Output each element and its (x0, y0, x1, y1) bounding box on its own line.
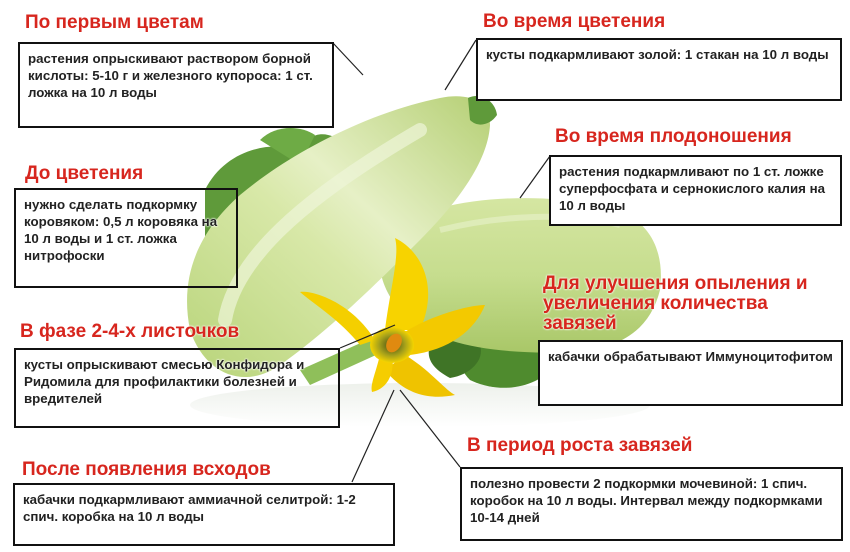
callout-text-before-flowering: нужно сделать подкормку коровяком: 0,5 л… (24, 197, 218, 263)
callout-text-first-flowers: растения опрыскивают раствором борной ки… (28, 51, 313, 100)
callout-box-before-flowering: нужно сделать подкормку коровяком: 0,5 л… (14, 188, 238, 288)
callout-title-pollination: Для улучшения опыления и увеличения коли… (543, 273, 808, 334)
callout-text-leaf-phase: кусты опрыскивают смесью Конфидора и Рид… (24, 357, 305, 406)
callout-box-pollination: кабачки обрабатывают Иммуноцитофитом (538, 340, 843, 406)
callout-text-after-sprouts: кабачки подкармливают аммиачной селитрой… (23, 492, 356, 524)
callout-box-leaf-phase: кусты опрыскивают смесью Конфидора и Рид… (14, 348, 340, 428)
callout-title-during-fruiting: Во время плодоношения (555, 126, 792, 147)
callout-box-ovary-growth: полезно провести 2 подкормки мочевиной: … (460, 467, 843, 541)
callout-title-before-flowering: До цветения (25, 163, 144, 184)
callout-title-leaf-phase: В фазе 2-4-х листочков (20, 321, 240, 342)
callout-box-after-sprouts: кабачки подкармливают аммиачной селитрой… (13, 483, 395, 546)
callout-text-ovary-growth: полезно провести 2 подкормки мочевиной: … (470, 476, 823, 525)
callout-box-during-fruiting: растения подкармливают по 1 ст. ложке су… (549, 155, 842, 226)
callout-text-pollination: кабачки обрабатывают Иммуноцитофитом (548, 349, 833, 364)
callout-text-during-fruiting: растения подкармливают по 1 ст. ложке су… (559, 164, 826, 213)
callout-text-during-flowering: кусты подкармливают золой: 1 стакан на 1… (486, 47, 829, 62)
zucchini-main (187, 95, 497, 378)
callout-box-first-flowers: растения опрыскивают раствором борной ки… (18, 42, 334, 128)
callout-title-ovary-growth: В период роста завязей (467, 435, 693, 456)
callout-box-during-flowering: кусты подкармливают золой: 1 стакан на 1… (476, 38, 842, 101)
callout-title-first-flowers: По первым цветам (25, 12, 204, 33)
callout-title-during-flowering: Во время цветения (483, 11, 666, 32)
callout-title-after-sprouts: После появления всходов (22, 459, 271, 480)
